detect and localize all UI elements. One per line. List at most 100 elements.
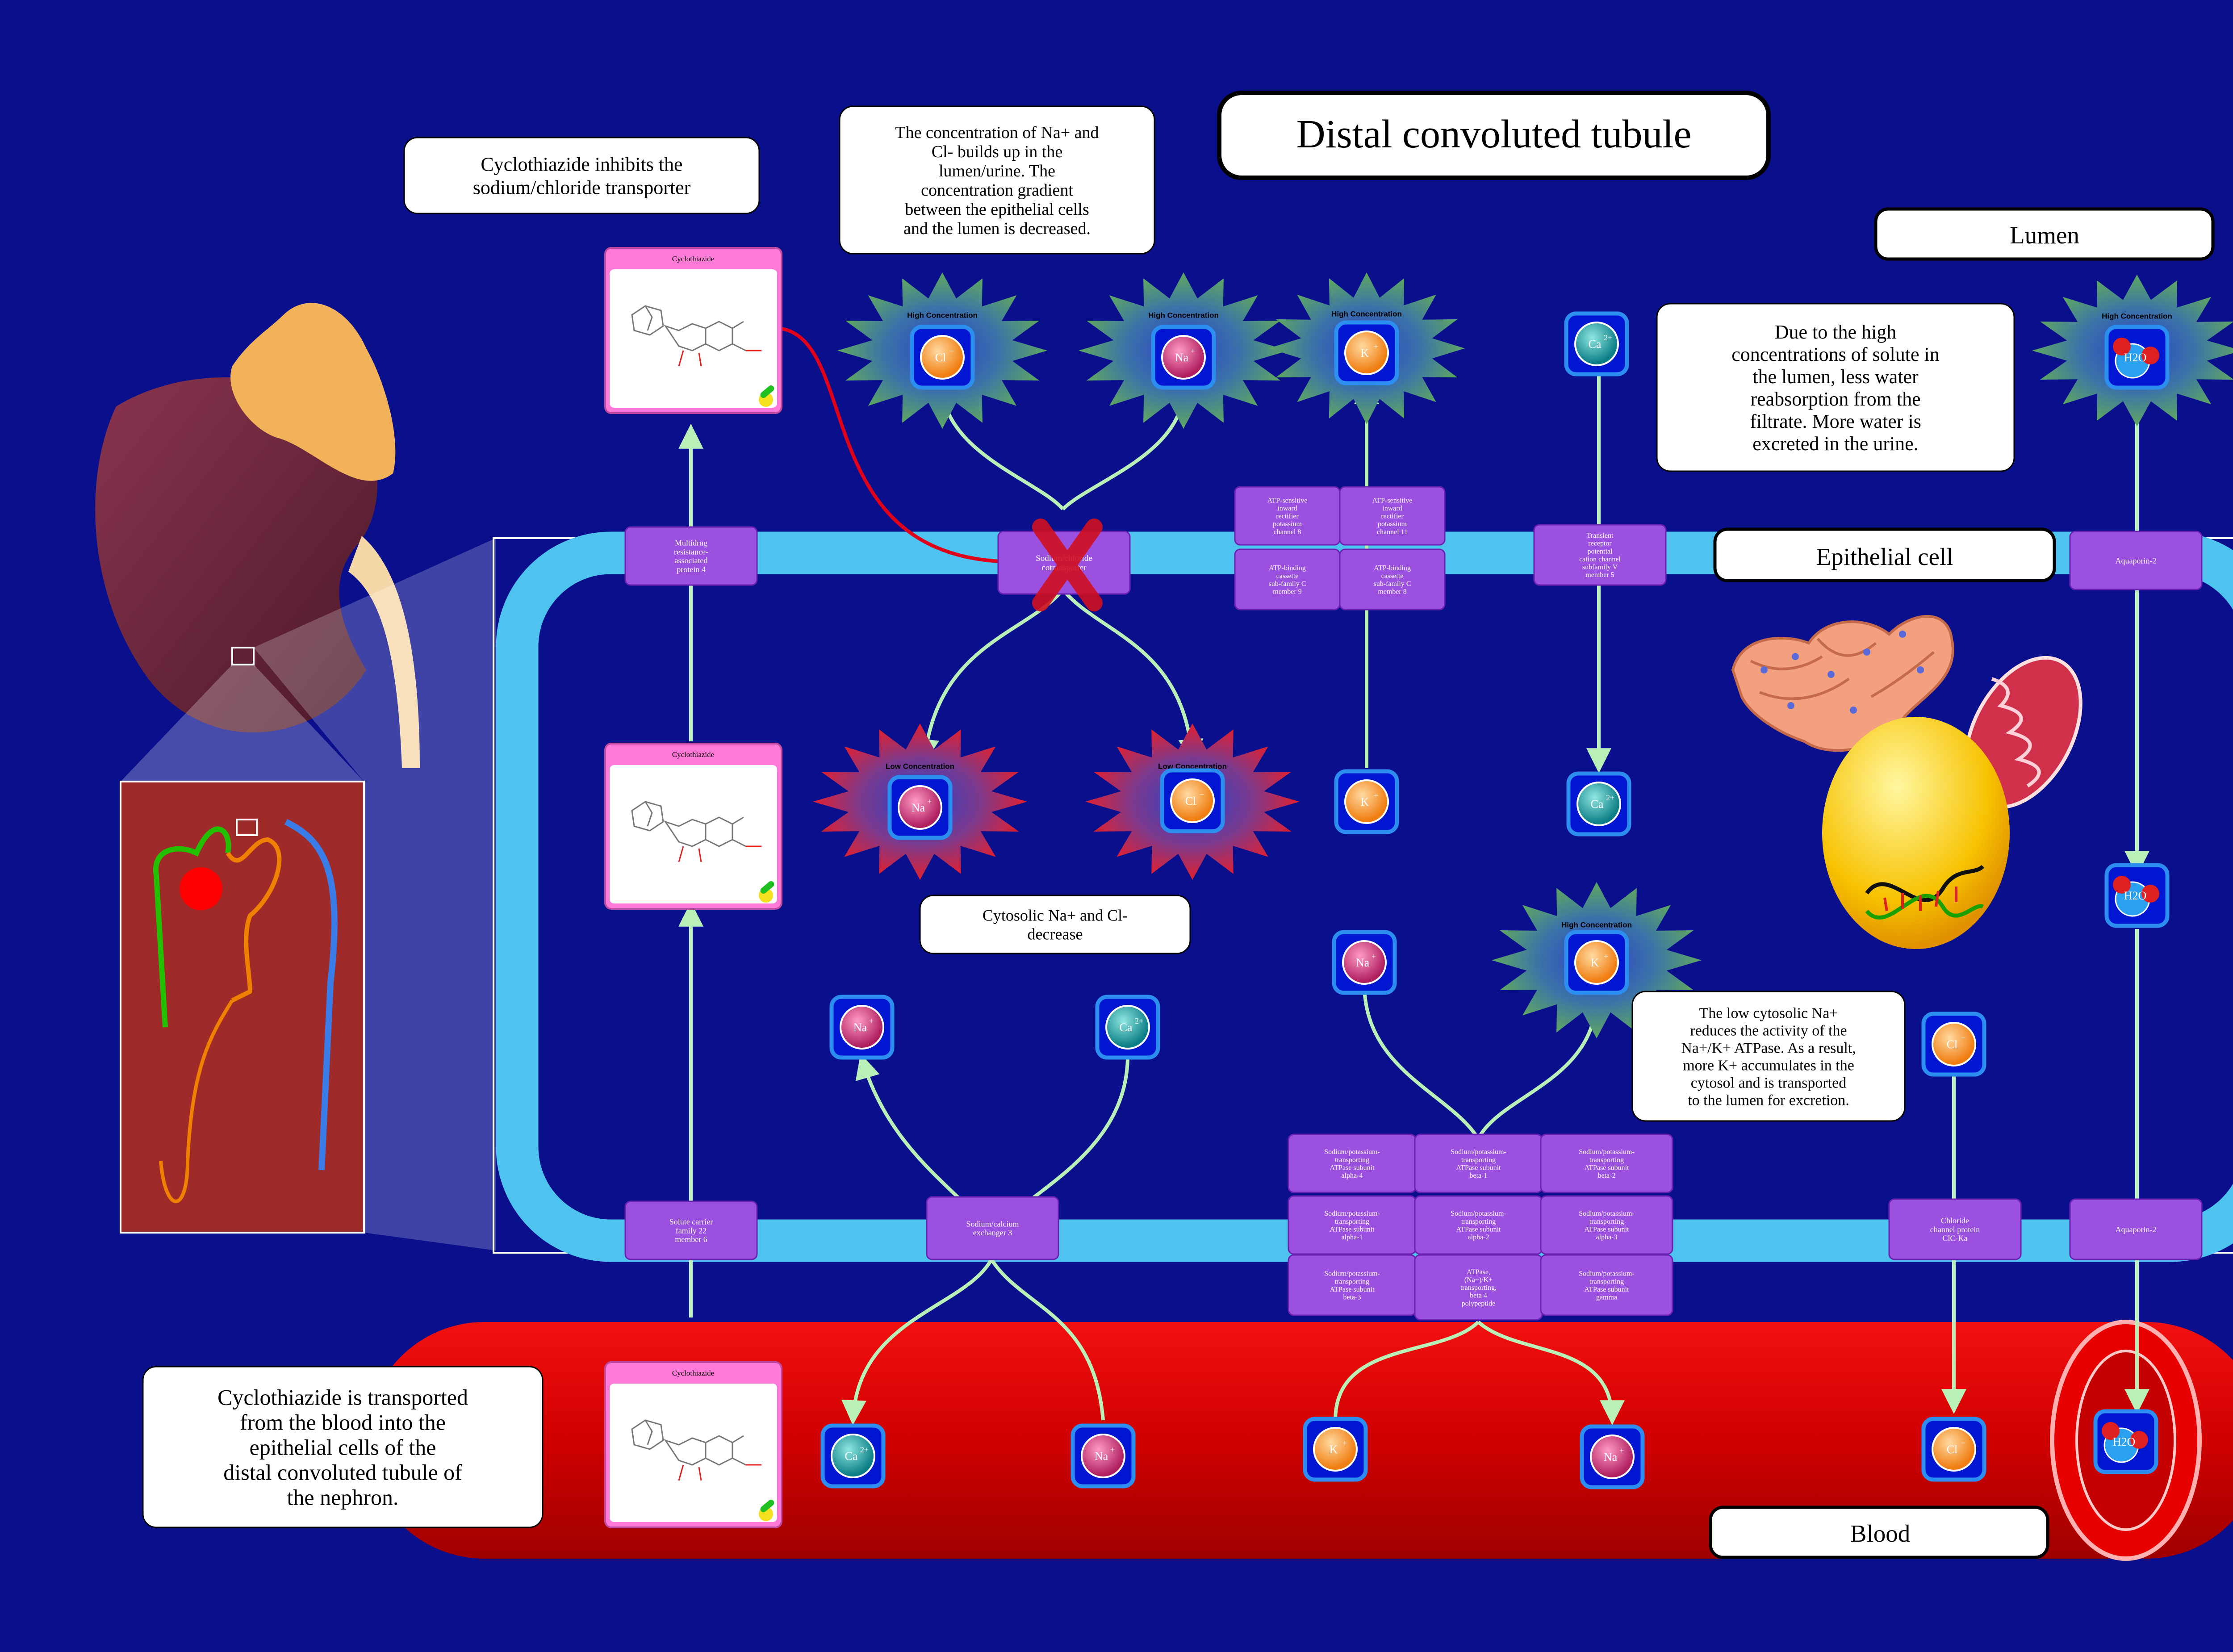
callout-line: the nephron. xyxy=(287,1485,399,1510)
ion-symbol: Na xyxy=(1175,351,1189,364)
callout-line: decrease xyxy=(1028,925,1083,943)
protein-label-line: rectifier xyxy=(1276,513,1299,520)
ion-symbol: Ca xyxy=(845,1450,858,1463)
protein-label-line: ATPase subunit xyxy=(1330,1286,1375,1293)
ion-symbol: H2O xyxy=(2124,889,2147,902)
water-molecule-blood: H2O xyxy=(2093,1409,2158,1474)
protein-label-line: beta-2 xyxy=(1598,1172,1616,1179)
drug-name: Cyclothiazide xyxy=(672,750,714,759)
water-molecule-lumen: H2O xyxy=(2104,325,2170,390)
callout-cytosolic-decrease: Cytosolic Na+ and Cl-decrease xyxy=(919,895,1191,954)
burst-label: High Concentration xyxy=(907,311,978,320)
protein-label-line: potassium xyxy=(1378,520,1407,528)
endoplasmic-reticulum-icon xyxy=(1731,615,1954,752)
callout-line: to the lumen for excretion. xyxy=(1688,1092,1849,1108)
protein-label-line: potential xyxy=(1588,548,1613,555)
ion-symbol: Na xyxy=(1604,1451,1618,1464)
chloride-ion-blood: Cl− xyxy=(1921,1417,1986,1482)
ion-charge: + xyxy=(1604,952,1608,961)
callout-line: lumen/urine. The xyxy=(939,162,1055,180)
molecule-structure-icon xyxy=(631,1419,761,1481)
protein-label-line: ClC-Ka xyxy=(1943,1234,1968,1243)
protein-label-line: Sodium/potassium- xyxy=(1579,1270,1634,1278)
ion-symbol: K xyxy=(1330,1443,1338,1456)
epithelial-label-box: Epithelial cell xyxy=(1713,527,2056,582)
protein-label-line: beta 4 xyxy=(1470,1292,1487,1300)
ion-charge: + xyxy=(1372,952,1376,961)
ion-symbol: Na xyxy=(912,801,925,814)
protein-label-line: associated xyxy=(675,556,708,565)
protein-label-line: resistance- xyxy=(674,547,708,556)
protein-label-line: gamma xyxy=(1596,1294,1617,1301)
protein-label-line: Aquaporin-2 xyxy=(2116,556,2157,565)
ion-charge: + xyxy=(869,1016,874,1025)
protein-label-line: family 22 xyxy=(676,1226,707,1235)
protein-label-line: sub-family C xyxy=(1269,580,1306,588)
ion-symbol: Na xyxy=(1356,956,1370,969)
callout-low-cytosolic-na: The low cytosolic Na+reduces the activit… xyxy=(1631,991,1906,1122)
nephron-panel xyxy=(120,781,365,1234)
chloride-ion-cytosol: Cl− xyxy=(1921,1012,1986,1077)
protein-label-line: alpha-1 xyxy=(1342,1234,1363,1241)
protein-label-line: ATPase subunit xyxy=(1456,1225,1501,1233)
protein-label-line: Sodium/potassium- xyxy=(1324,1210,1380,1217)
ion-symbol: Ca xyxy=(1589,338,1602,351)
protein-label-line: alpha-3 xyxy=(1596,1234,1618,1241)
callout-line: The concentration of Na+ and xyxy=(895,123,1099,142)
protein-label-line: receptor xyxy=(1588,540,1612,548)
ion-symbol: K xyxy=(1361,795,1369,808)
ion-charge: − xyxy=(1961,1033,1965,1042)
protein-label-line: ATPase subunit xyxy=(1585,1286,1630,1293)
protein-label-line: transporting xyxy=(1461,1218,1496,1225)
ion-charge: 2+ xyxy=(1606,793,1614,802)
protein-kcnj8: ATP-sensitiveinwardrectifierpotassiumcha… xyxy=(1234,486,1341,546)
ion-symbol: Cl xyxy=(1947,1443,1958,1456)
protein-label-line: Chloride xyxy=(1941,1216,1969,1225)
protein-label-line: transporting xyxy=(1589,1156,1624,1164)
zoom-callout xyxy=(121,538,496,1251)
protein-label-line: beta-1 xyxy=(1470,1172,1488,1179)
ion-charge: 2+ xyxy=(1135,1016,1143,1025)
ion-symbol: Cl xyxy=(1185,795,1196,807)
sodium-ion-blood: Na+ xyxy=(1071,1423,1136,1489)
callout-line: from the blood into the xyxy=(240,1410,446,1435)
protein-label-line: transporting xyxy=(1335,1278,1369,1285)
ion-charge: − xyxy=(1200,790,1204,799)
callout-line: Cl- builds up in the xyxy=(932,142,1062,161)
organelles xyxy=(1731,615,2082,949)
protein-label-line: polypeptide xyxy=(1462,1300,1496,1307)
ion-symbol: H2O xyxy=(2124,351,2147,364)
protein-label-line: transporting xyxy=(1589,1218,1624,1225)
page-title: Distal convoluted tubule xyxy=(1296,112,1692,156)
protein-label-line: ATPase subunit xyxy=(1585,1164,1630,1171)
protein-label-line: Sodium/potassium- xyxy=(1451,1210,1506,1217)
water-molecule-cytosol: H2O xyxy=(2104,863,2170,928)
sodium-ion-cytosol: Na+ xyxy=(829,995,895,1060)
title-box: Distal convoluted tubule xyxy=(1217,91,1771,180)
protein-label-line: transporting xyxy=(1335,1218,1369,1225)
burst-label: High Concentration xyxy=(2102,312,2172,321)
protein-label-line: ATP-sensitive xyxy=(1372,497,1413,504)
molecule-structure-icon xyxy=(631,801,761,862)
callout-line: filtrate. More water is xyxy=(1750,410,1921,432)
burst-label: High Concentration xyxy=(1331,310,1402,318)
protein-label-line: cassette xyxy=(1381,572,1404,580)
ion-symbol: Na xyxy=(1095,1450,1108,1463)
callout-line: Due to the high xyxy=(1775,321,1897,343)
text-callouts: Cyclothiazide inhibits thesodium/chlorid… xyxy=(142,105,2015,1528)
callout-line: and the lumen is decreased. xyxy=(903,219,1091,238)
protein-label-line: member 5 xyxy=(1585,571,1614,579)
